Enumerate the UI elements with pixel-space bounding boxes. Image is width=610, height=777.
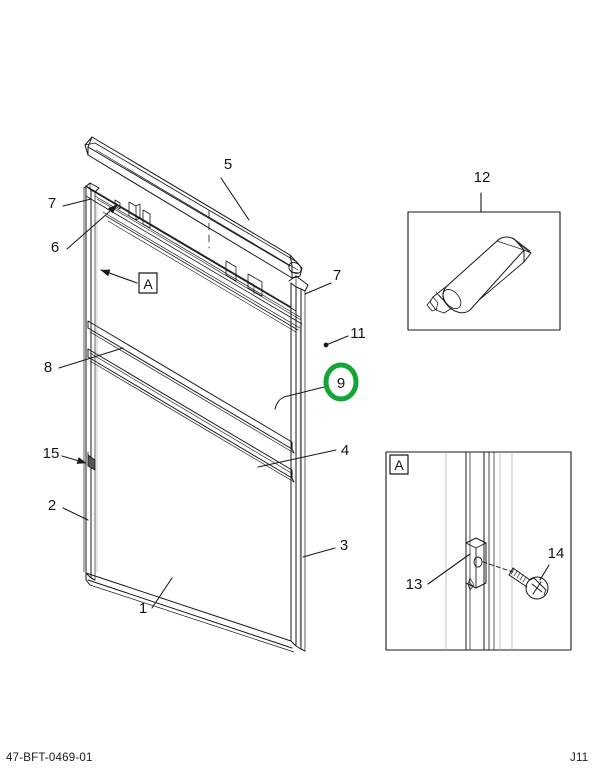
callout-7-left: 7: [48, 195, 56, 212]
right-vertical-rail: [288, 275, 309, 652]
callout-13: 13: [406, 576, 423, 593]
glass-panel-edges: [96, 204, 301, 646]
callout-15: 15: [43, 445, 60, 462]
callout-11: 11: [350, 325, 366, 342]
callout-9: 9: [337, 375, 345, 392]
sheet-reference: J11: [570, 752, 589, 764]
bottom-rail: [85, 572, 295, 653]
sealant-tube-inset: [407, 192, 561, 331]
callout-5: 5: [224, 156, 232, 173]
callout-2: 2: [48, 497, 56, 514]
callout-4: 4: [341, 442, 349, 459]
section-letter-a-main: A: [143, 276, 153, 292]
top-rail: [85, 185, 303, 333]
screw-part-14: [508, 567, 549, 600]
callout-1: 1: [139, 600, 147, 617]
callout-3: 3: [340, 537, 348, 554]
detail-a-inset: [385, 451, 572, 651]
cross-rail-upper: [87, 320, 295, 454]
window-frame-assembly: [83, 136, 309, 653]
callout-12: 12: [474, 169, 491, 186]
bracket-part-13: [465, 537, 487, 591]
drawing-number: 47-BFT-0469-01: [6, 752, 93, 764]
callout-labels: 1 2 3 4 5 6 7 7 8 9 11 12 13 14 15: [43, 156, 565, 617]
highlight-ring-item-9: [323, 362, 359, 402]
detail-letter-labels: A A: [143, 276, 404, 473]
callout-7-right: 7: [333, 267, 341, 284]
callout-6: 6: [51, 239, 59, 256]
callout-8: 8: [44, 359, 52, 376]
section-marker-a-main: [100, 269, 158, 294]
cross-rail-lower: [87, 348, 295, 483]
callout-14: 14: [548, 545, 565, 562]
leader-lines-main: [58, 177, 349, 609]
sealant-tube: [426, 236, 532, 314]
detail-letter-a-inset: A: [394, 457, 404, 473]
